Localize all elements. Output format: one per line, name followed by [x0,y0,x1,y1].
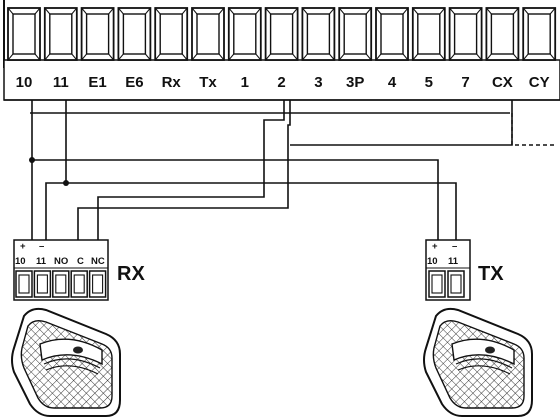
board-terminal-screw [301,7,336,61]
board-terminal-screw [485,7,520,61]
board-terminal-label: 3 [314,74,322,91]
tx-photocell-icon [423,307,533,417]
rx-polarity-minus: – [39,241,44,252]
tx-label: TX [478,263,504,285]
wires [30,100,513,240]
rx-polarity-plus: + [20,241,26,252]
board-terminal-label: Tx [199,74,217,91]
tx-polarity-minus: – [452,241,457,252]
board-terminal-label: 7 [461,74,469,91]
board-terminal-label: 5 [425,74,433,91]
board-terminal-label: CX [492,74,513,91]
rx-screw [15,270,33,298]
board-terminal-label: E1 [88,74,106,91]
board-terminal-screw [80,7,115,61]
board-terminal-label: 3P [346,74,364,91]
board-terminal-label: 2 [277,74,285,91]
rx-screw [88,270,107,298]
wire-2 [77,100,291,240]
board-terminal-screw [191,7,225,61]
tx-screw [447,270,465,298]
rx-screw [33,270,52,298]
board-terminal-screw [154,7,189,61]
board-terminal-label: Rx [162,74,182,91]
tx-terminal-block: + – 10 11 TX [425,239,504,301]
rx-label: RX [117,263,145,285]
board-terminal-screw [448,7,483,61]
board-terminal-label: 4 [388,74,397,91]
rx-screw [70,270,88,298]
dashed-wire-cx [511,113,556,146]
board-terminal-screw [117,7,152,61]
junction-dot [29,157,35,163]
board-terminal-screw [43,7,78,61]
tx-screw [428,270,446,298]
rx-photocell-icon [11,307,121,417]
board-terminal-label: 10 [16,74,33,91]
rx-term-10: 10 [15,256,26,267]
wire-cx-b [290,100,513,146]
board-terminal-label: CY [529,74,550,91]
board-terminal-screw [264,7,299,61]
wire-10-to-tx [32,159,439,240]
board-terminal-screw [375,7,409,61]
rx-terminal-block: + – 10 11 NO C NC RX [13,239,145,301]
wire-2-b [97,100,285,240]
rx-term-nc: NC [91,256,105,267]
rx-term-c: C [77,256,84,267]
rx-term-no: NO [54,256,68,267]
board-terminal-screw [338,7,373,61]
tx-term-10: 10 [427,256,438,267]
tx-term-11: 11 [448,256,459,267]
board-terminal-screw [7,7,41,61]
junction-dot [63,180,69,186]
control-board-terminal-block: 10 11 E1 E6 Rx Tx 1 2 3 3P 4 5 7 CX CY [3,0,560,101]
board-terminal-screw [227,7,262,61]
rx-term-11: 11 [36,256,47,267]
board-terminal-label: 11 [53,74,69,91]
board-terminal-label: E6 [125,74,143,91]
wire-11 [45,100,67,240]
wire-11-to-tx [66,182,457,240]
board-terminal-screw [411,7,446,61]
rx-screw [52,270,70,298]
board-terminal-screw [522,7,557,61]
tx-polarity-plus: + [432,241,438,252]
board-terminal-label: 1 [241,74,249,91]
